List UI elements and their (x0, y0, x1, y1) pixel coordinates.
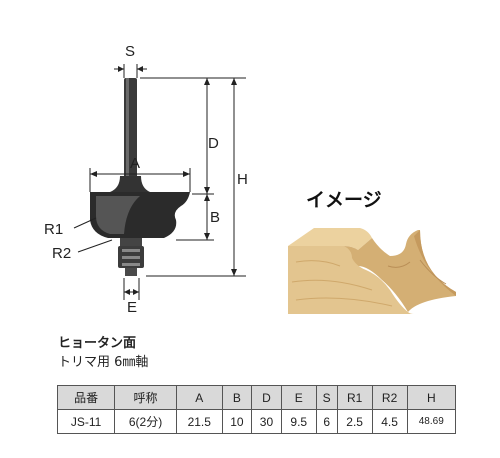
table-cell: 10 (221, 409, 253, 434)
table-cell: 21.5 (175, 409, 223, 434)
dim-label-s: S (125, 43, 135, 60)
product-description: トリマ用 6㎜軸 (58, 355, 149, 370)
header-cell: R2 (371, 385, 408, 410)
image-label: イメージ (306, 189, 382, 211)
table-cell: 2.5 (336, 409, 373, 434)
table-cell: 48.69 (406, 409, 457, 434)
dim-label-h: H (237, 171, 248, 188)
table-cell: JS-11 (56, 409, 116, 434)
header-cell: A (175, 385, 223, 410)
table-cell: 30 (251, 409, 282, 434)
dim-label-d: D (208, 135, 219, 152)
table-cell: 6 (315, 409, 338, 434)
wood-profile-illustration (288, 228, 456, 314)
header-cell: B (221, 385, 253, 410)
header-cell: E (280, 385, 317, 410)
header-cell: 呼称 (114, 385, 177, 410)
spec-table: 品番 呼称 A B D E S R1 R2 H JS-11 6(2分) 21.5… (56, 385, 457, 434)
table-cell: 9.5 (280, 409, 317, 434)
router-bit-diagram: S A D B H E R1 R2 イメージ (44, 43, 456, 316)
header-cell: S (315, 385, 338, 410)
product-name: ヒョータン面 (58, 336, 137, 351)
dim-label-a: A (130, 155, 140, 172)
table-cell: 4.5 (371, 409, 408, 434)
dim-label-r2: R2 (52, 245, 71, 262)
dimension-lines (73, 64, 246, 300)
dimension-arrows (90, 66, 237, 295)
dim-label-e: E (127, 299, 137, 316)
header-cell: D (251, 385, 282, 410)
header-cell: H (406, 385, 457, 410)
table-cell: 6(2分) (114, 409, 177, 434)
header-cell: 品番 (56, 385, 116, 410)
spec-table-header-row: 品番 呼称 A B D E S R1 R2 H (56, 385, 457, 410)
dim-label-r1: R1 (44, 221, 63, 238)
router-bit (90, 78, 190, 276)
table-row: JS-11 6(2分) 21.5 10 30 9.5 6 2.5 4.5 48.… (56, 409, 457, 434)
dim-label-b: B (210, 209, 220, 226)
header-cell: R1 (336, 385, 373, 410)
